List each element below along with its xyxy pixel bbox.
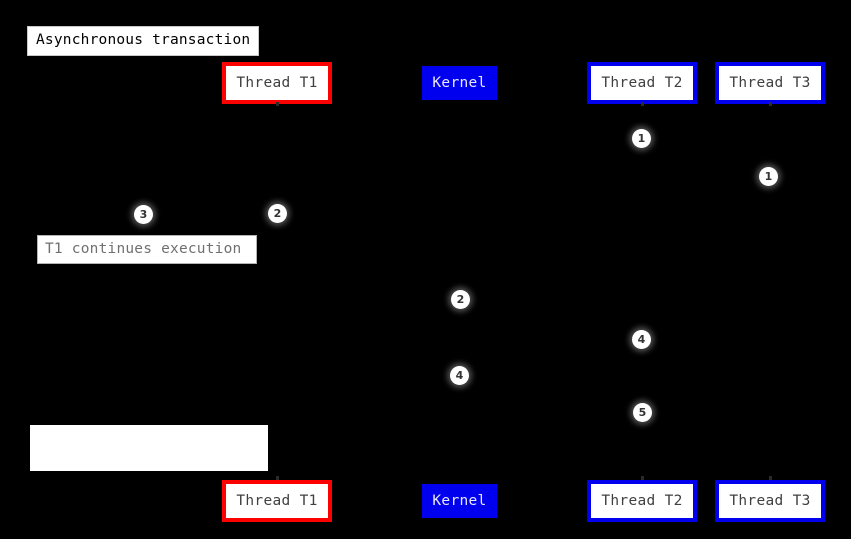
note-box-blank: [30, 425, 268, 471]
diagram-title: Asynchronous transaction: [27, 26, 260, 56]
lifeline-connector-nub: [276, 476, 279, 480]
lifeline-label: Thread T3: [729, 492, 811, 509]
lifeline-header-thread-t1-bottom[interactable]: Thread T1: [222, 480, 332, 522]
step-badge-1: 1: [759, 167, 778, 186]
lifeline-label: Thread T2: [601, 74, 683, 91]
lifeline-connector-nub: [641, 476, 644, 480]
lifeline-connector-nub: [769, 102, 772, 106]
lifeline-label: Thread T2: [601, 492, 683, 509]
lifeline-label: Kernel: [432, 74, 487, 91]
note-box-0: T1 continues execution: [37, 235, 257, 264]
lifeline-label: Thread T1: [236, 492, 318, 509]
step-badge-2: 2: [451, 290, 470, 309]
step-badge-1: 1: [632, 129, 651, 148]
lifeline-connector-nub: [769, 476, 772, 480]
lifeline-header-thread-t2-bottom[interactable]: Thread T2: [587, 480, 697, 522]
lifeline-header-thread-t1-top[interactable]: Thread T1: [222, 62, 332, 104]
lifeline-header-kernel-bottom[interactable]: Kernel: [422, 484, 497, 518]
note-text: T1 continues execution: [45, 241, 242, 258]
step-badge-5: 5: [633, 403, 652, 422]
step-badge-2: 2: [268, 204, 287, 223]
lifeline-header-kernel-top[interactable]: Kernel: [422, 66, 497, 100]
step-badge-4: 4: [450, 366, 469, 385]
lifeline-header-thread-t3-bottom[interactable]: Thread T3: [715, 480, 825, 522]
step-badge-4: 4: [632, 330, 651, 349]
step-badge-3: 3: [134, 205, 153, 224]
lifeline-label: Thread T3: [729, 74, 811, 91]
lifeline-header-thread-t3-top[interactable]: Thread T3: [715, 62, 825, 104]
lifeline-label: Kernel: [432, 492, 487, 509]
lifeline-connector-nub: [641, 102, 644, 106]
lifeline-header-thread-t2-top[interactable]: Thread T2: [587, 62, 697, 104]
lifeline-connector-nub: [276, 102, 279, 106]
lifeline-label: Thread T1: [236, 74, 318, 91]
